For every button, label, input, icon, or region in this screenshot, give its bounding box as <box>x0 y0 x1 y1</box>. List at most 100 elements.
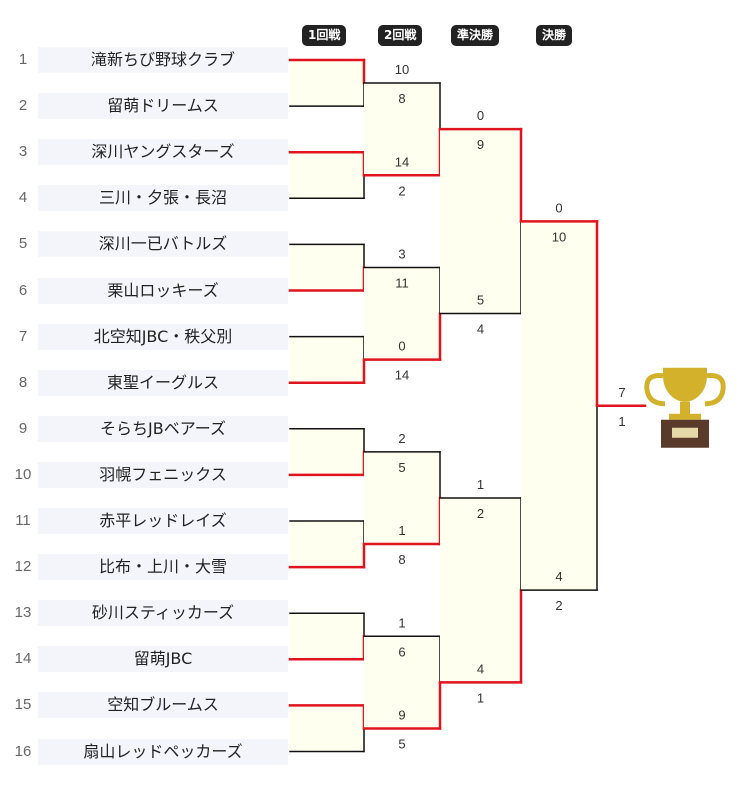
score-label: 1 <box>398 523 405 538</box>
score-label: 5 <box>398 736 405 751</box>
team-name: 三川・夕張・長沼 <box>38 185 288 212</box>
team-seed: 1 <box>18 51 28 68</box>
score-label: 4 <box>477 322 484 337</box>
team-seed: 16 <box>14 742 32 760</box>
team-row: 10 羽幌フェニックス <box>0 461 290 488</box>
team-row: 14 留萌JBC <box>0 646 290 673</box>
team-seed: 9 <box>18 419 28 437</box>
team-name: 留萌JBC <box>38 646 288 673</box>
team-seed: 14 <box>14 650 32 668</box>
team-row: 12 比布・上川・大雪 <box>0 554 290 581</box>
match-box <box>364 451 440 545</box>
team-row: 6 栗山ロッキーズ <box>0 277 290 304</box>
score-label: 5 <box>398 460 405 475</box>
round-label-1: 1回戦 <box>302 25 347 46</box>
team-seed: 13 <box>14 604 32 622</box>
team-row: 16 扇山レッドペッカーズ <box>0 738 290 765</box>
team-name: 滝新ちび野球クラブ <box>38 47 288 73</box>
score-label: 5 <box>477 293 484 308</box>
match-box <box>290 428 364 475</box>
trophy-icon <box>644 367 726 448</box>
team-row: 7 北空知JBC・秩父別 <box>0 323 290 350</box>
score-label: 14 <box>395 154 409 169</box>
score-label: 8 <box>398 552 405 567</box>
team-seed: 12 <box>14 558 32 576</box>
match-box <box>364 267 440 360</box>
round-label-semifinal: 準決勝 <box>451 25 500 46</box>
team-seed: 15 <box>14 696 32 714</box>
team-name: 栗山ロッキーズ <box>38 277 288 304</box>
team-row: 4 三川・夕張・長沼 <box>0 185 290 212</box>
score-label: 4 <box>477 661 484 676</box>
team-row: 2 留萌ドリームス <box>0 93 290 120</box>
score-label: 4 <box>555 569 562 584</box>
team-name: 北空知JBC・秩父別 <box>38 323 288 350</box>
match-box <box>290 152 364 199</box>
match-box <box>290 613 364 660</box>
score-label: 9 <box>477 137 484 152</box>
team-name: 扇山レッドペッカーズ <box>38 738 288 765</box>
team-seed: 10 <box>14 465 32 483</box>
match-box <box>440 497 521 683</box>
score-label: 1 <box>618 414 625 429</box>
match-box <box>290 60 364 107</box>
team-row: 1 滝新ちび野球クラブ <box>0 47 290 73</box>
team-name: 深川ヤングスターズ <box>38 139 288 166</box>
match-box <box>521 221 597 591</box>
match-box <box>290 244 364 291</box>
team-seed: 11 <box>15 512 31 529</box>
team-name: 留萌ドリームス <box>38 93 288 120</box>
match-box <box>364 83 440 176</box>
round-label-final: 決勝 <box>536 25 573 46</box>
score-label: 1 <box>477 477 484 492</box>
score-label: 3 <box>398 246 405 261</box>
team-seed: 4 <box>18 189 28 207</box>
team-name: 羽幌フェニックス <box>38 461 288 488</box>
match-box <box>290 705 364 752</box>
score-label: 8 <box>398 91 405 106</box>
team-row: 9 そらちJBベアーズ <box>0 415 290 442</box>
team-name: 赤平レッドレイズ <box>38 508 288 534</box>
team-seed: 7 <box>18 327 28 345</box>
team-seed: 5 <box>18 235 28 253</box>
score-label: 2 <box>477 506 484 521</box>
score-label: 2 <box>555 598 562 613</box>
score-label: 2 <box>398 183 405 198</box>
team-name: 砂川スティッカーズ <box>38 600 288 627</box>
score-label: 1 <box>398 615 405 630</box>
score-label: 11 <box>395 275 409 290</box>
match-box <box>290 521 364 568</box>
score-label: 10 <box>395 62 409 77</box>
team-row: 13 砂川スティッカーズ <box>0 600 290 627</box>
score-label: 14 <box>395 368 409 383</box>
team-row: 11 赤平レッドレイズ <box>0 508 290 534</box>
team-seed: 8 <box>18 373 28 391</box>
team-name: 東聖イーグルス <box>38 369 288 396</box>
score-label: 1 <box>477 690 484 705</box>
round-label-2: 2回戦 <box>378 25 423 46</box>
team-row: 3 深川ヤングスターズ <box>0 139 290 166</box>
team-seed: 6 <box>18 281 28 299</box>
score-label: 0 <box>477 108 484 123</box>
score-label: 10 <box>552 229 566 244</box>
team-row: 15 空知ブルームス <box>0 692 290 719</box>
team-seed: 3 <box>18 143 28 161</box>
team-name: 比布・上川・大雪 <box>38 554 288 581</box>
score-label: 0 <box>398 339 405 354</box>
team-name: そらちJBベアーズ <box>38 415 288 442</box>
team-row: 8 東聖イーグルス <box>0 369 290 396</box>
score-label: 0 <box>555 200 562 215</box>
score-label: 2 <box>398 431 405 446</box>
score-label: 7 <box>618 385 625 400</box>
match-box <box>440 129 521 314</box>
team-name: 深川一已バトルズ <box>38 231 288 258</box>
match-box <box>290 336 364 383</box>
match-box <box>364 636 440 729</box>
team-seed: 2 <box>18 97 28 115</box>
score-label: 6 <box>398 644 405 659</box>
team-row: 5 深川一已バトルズ <box>0 231 290 258</box>
team-name: 空知ブルームス <box>38 692 288 719</box>
score-label: 9 <box>398 707 405 722</box>
